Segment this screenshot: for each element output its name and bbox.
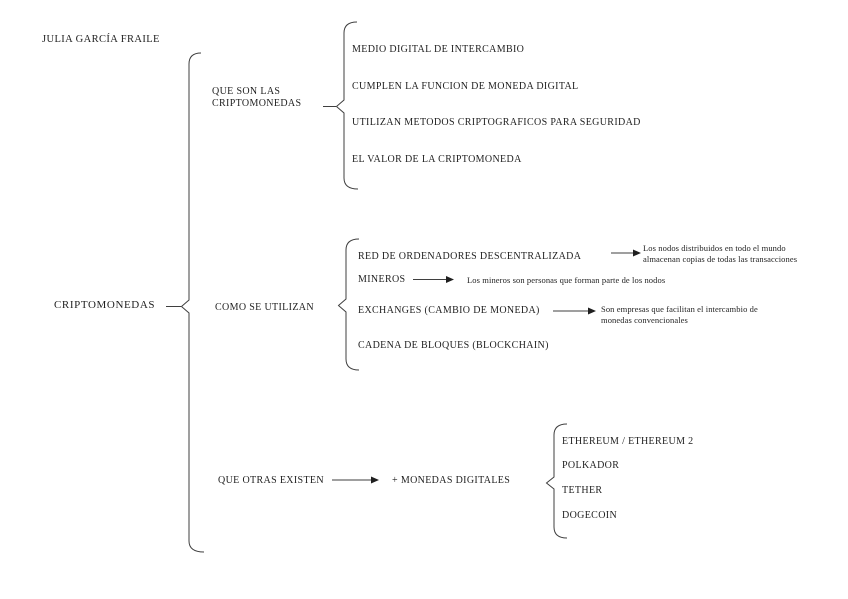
- branch1-label-line1: QUE SON LAS: [212, 86, 281, 97]
- branch1-brace: [335, 21, 359, 190]
- branch1-label-line2: CRIPTOMONEDAS: [212, 98, 302, 109]
- branch3-label: QUE OTRAS EXISTEN: [218, 475, 324, 486]
- note-mineros: Los mineros son personas que forman part…: [467, 275, 665, 286]
- root-node-label: CRIPTOMONEDAS: [54, 299, 156, 311]
- item-exchanges: EXCHANGES (CAMBIO DE MONEDA): [358, 305, 540, 316]
- item-valor-criptomoneda: EL VALOR DE LA CRIPTOMONEDA: [352, 154, 522, 165]
- note-mineros-line1: Los mineros son personas que forman part…: [467, 275, 666, 285]
- note-empresas-line2: monedas convencionales: [601, 315, 688, 326]
- branch2-label: COMO SE UTILIZAN: [215, 302, 314, 313]
- note-nodos-line1: Los nodos distribuidos en todo el mundo: [643, 243, 786, 253]
- note-nodos-line2: almacenan copias de todas las transaccio…: [643, 254, 798, 265]
- item-cadena-bloques: CADENA DE BLOQUES (BLOCKCHAIN): [358, 340, 549, 351]
- item-medio-digital: MEDIO DIGITAL DE INTERCAMBIO: [352, 44, 525, 55]
- branch1-label: QUE SON LAS CRIPTOMONEDAS: [212, 86, 301, 110]
- coin-polkador: POLKADOR: [562, 460, 620, 471]
- note-nodos: Los nodos distribuidos en todo el mundo …: [643, 243, 797, 265]
- mineros-arrow-icon: [413, 276, 454, 283]
- main-brace: [180, 52, 205, 553]
- monedas-digitales-label: + MONEDAS DIGITALES: [392, 475, 511, 486]
- author-name: JULIA GARCÍA FRAILE: [42, 34, 160, 45]
- coin-ethereum: ETHEREUM / ETHEREUM 2: [562, 436, 694, 447]
- item-metodos-criptograficos: UTILIZAN METODOS CRIPTOGRAFICOS PARA SEG…: [352, 117, 641, 128]
- branch2-brace: [337, 238, 360, 371]
- note-empresas: Son empresas que facilitan el intercambi…: [601, 304, 758, 326]
- red-ordenadores-arrow-icon: [611, 249, 641, 257]
- note-empresas-line1: Son empresas que facilitan el intercambi…: [601, 304, 758, 314]
- item-red-ordenadores: RED DE ORDENADORES DESCENTRALIZADA: [358, 251, 582, 262]
- coin-dogecoin: DOGECOIN: [562, 510, 618, 521]
- coins-brace: [545, 423, 568, 539]
- exchanges-arrow-icon: [553, 307, 596, 315]
- item-cumplen-funcion: CUMPLEN LA FUNCION DE MONEDA DIGITAL: [352, 81, 579, 92]
- item-mineros: MINEROS: [358, 274, 406, 285]
- coin-tether: TETHER: [562, 485, 603, 496]
- que-otras-arrow-icon: [332, 476, 379, 484]
